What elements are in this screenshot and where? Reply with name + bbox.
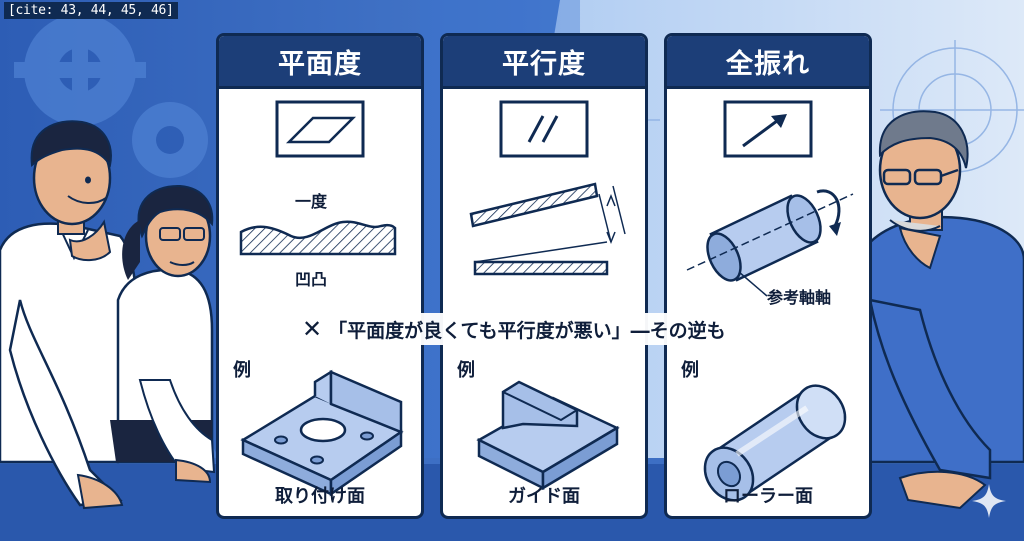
caution-banner: ✕ 「平面度が良くても平行度が悪い」―その逆も xyxy=(296,313,732,345)
senior-engineer-illustration xyxy=(854,110,1024,510)
total-runout-illustration xyxy=(686,100,854,502)
example-name: ローラー面 xyxy=(723,486,813,507)
flatness-symbol-icon xyxy=(275,100,365,158)
example-name: ガイド面 xyxy=(508,486,580,507)
panel-title: 平面度 xyxy=(219,36,421,89)
banner-text: 「平面度が良くても平行度が悪い」―その逆も xyxy=(328,319,726,342)
guide-rail-part xyxy=(476,380,620,491)
example-prefix: 例 xyxy=(233,360,251,381)
engineer-woman-illustration xyxy=(110,184,216,484)
panel-flatness: 平面度 一度 xyxy=(216,33,424,519)
example-prefix: 例 xyxy=(457,360,475,381)
shaft-cylinder-part xyxy=(686,189,854,297)
mounting-plate-part xyxy=(240,369,404,497)
example-prefix: 例 xyxy=(681,360,699,381)
panel-title: 全振れ xyxy=(667,36,869,89)
citation-tag: [cite: 43, 44, 45, 46] xyxy=(4,2,178,19)
panel-total-runout: 全振れ 参考軸軸 xyxy=(664,33,872,519)
example-name: 取り付け面 xyxy=(275,486,365,507)
panel-title: 平行度 xyxy=(443,36,645,89)
flatness-bottom-label: 凹凸 xyxy=(295,270,328,289)
parallelism-symbol-icon xyxy=(499,100,589,158)
parallelism-illustration xyxy=(469,100,626,491)
cross-mark-icon: ✕ xyxy=(302,315,323,343)
panel-parallelism: 平行度 xyxy=(440,33,648,519)
flatness-top-label: 一度 xyxy=(295,192,328,211)
engineer-man-illustration xyxy=(0,120,138,510)
total-runout-symbol-icon xyxy=(723,100,813,158)
sparkle-icon xyxy=(972,484,1006,518)
flatness-illustration xyxy=(239,100,404,497)
roller-part xyxy=(703,384,847,502)
reference-axis-label: 参考軸軸 xyxy=(767,288,832,307)
